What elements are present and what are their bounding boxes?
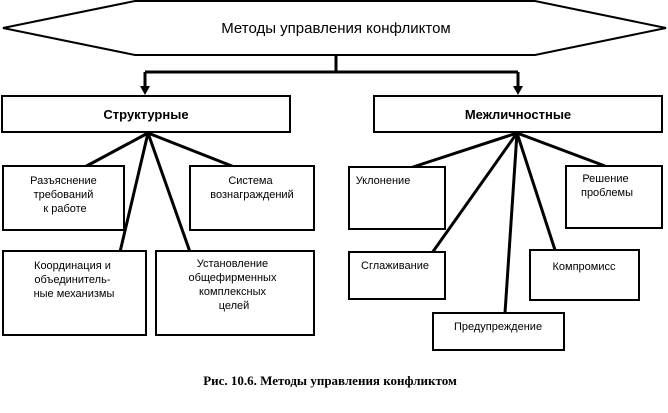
- figure-caption: Рис. 10.6. Методы управления конфликтом: [203, 373, 457, 388]
- structural-label: Структурные: [103, 107, 188, 122]
- interpersonal-label: Межличностные: [465, 107, 571, 122]
- structural-box: [1, 95, 291, 133]
- method-text-clarification: Разъяснение требований к работе: [30, 175, 100, 215]
- method-text-forcing: Предупреждение: [454, 321, 542, 333]
- method-box-problem-solving: [565, 165, 663, 229]
- title-hexagon: [2, 0, 667, 56]
- arrow-head-right: [513, 86, 523, 95]
- interpersonal-box: [373, 95, 663, 133]
- top-connectors: [143, 55, 520, 88]
- method-box-clarification: [2, 165, 125, 231]
- method-box-forcing: [432, 312, 565, 351]
- method-box-goals: [155, 250, 315, 336]
- arrow-head-left: [140, 86, 150, 95]
- method-box-coordination: [2, 250, 147, 336]
- interpersonal-fan-lines: [409, 131, 606, 314]
- method-text-problem-solving: Решение проблемы: [581, 173, 633, 199]
- diagram-title: Методы управления конфликтом: [221, 20, 451, 37]
- method-box-rewards: [189, 165, 315, 231]
- method-box-smoothing: [348, 251, 446, 300]
- method-box-avoidance: [348, 166, 446, 230]
- method-text-coordination: Координация и объединитель- ные механизм…: [34, 260, 115, 300]
- method-box-compromise: [529, 249, 640, 301]
- method-text-smoothing: Сглаживание: [361, 260, 429, 272]
- method-text-compromise: Компромисс: [553, 261, 616, 273]
- method-text-rewards: Система вознаграждений: [210, 175, 293, 201]
- method-text-goals: Установление общефирменных комплексных ц…: [188, 258, 279, 312]
- method-text-avoidance: Уклонение: [356, 175, 411, 187]
